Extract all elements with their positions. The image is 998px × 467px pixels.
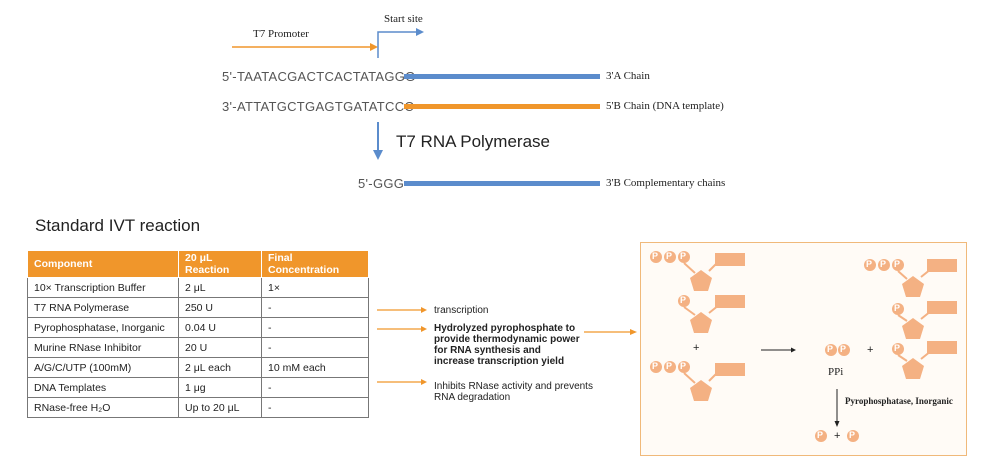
table-cell: 10× Transcription Buffer [27,277,179,298]
phosphate-icon: P [817,430,824,440]
table-cell: - [261,297,369,318]
table-cell: 2 μL each [178,357,262,378]
table-cell: Murine RNase Inhibitor [27,337,179,358]
table-cell: 1 μg [178,377,262,398]
phosphate-icon: P [840,344,847,354]
product-sequence: 5'-GGG [358,176,405,191]
ppi-label: PPi [828,366,844,378]
plus-sign: + [867,344,874,356]
table-cell: 10 mM each [261,357,369,378]
phosphate-icon: P [666,251,673,261]
product-label: 3'B Complementary chains [606,177,726,189]
table-cell: DNA Templates [27,377,179,398]
header-final-concentration: Final Concentration [261,250,369,278]
table-cell: - [261,377,369,398]
phosphate-icon: P [666,361,673,371]
table-cell: T7 RNA Polymerase [27,297,179,318]
phosphate-icon: P [894,259,901,269]
plus-sign: + [834,430,841,442]
product-bar [404,181,600,186]
ntp-left-1 [650,251,745,291]
a-chain-bar [404,74,600,79]
to-cycle-arrow-icon [584,329,637,335]
note-arrows-icon [377,307,427,385]
promoter-arrow-icon [232,43,378,51]
start-site-arrow-icon [377,28,424,58]
reaction-diagram-icon [650,251,957,442]
phosphate-icon: P [894,343,901,353]
nucleotide-left-2 [678,295,745,333]
table-cell: 2 μL [178,277,262,298]
table-cell: Up to 20 μL [178,397,262,418]
phosphate-icon: P [880,259,887,269]
down-arrow-icon [373,122,383,160]
t7-promoter-label: T7 Promoter [253,28,309,40]
header-reaction: 20 μL Reaction [178,250,262,278]
table-cell: Pyrophosphatase, Inorganic [27,317,179,338]
b-chain-bar [404,104,600,109]
b-chain-label: 5'B Chain (DNA template) [606,100,724,112]
phosphate-icon: P [652,361,659,371]
phosphate-icon: P [680,251,687,261]
ntp-left-3 [650,361,745,401]
a-chain-label: 3'A Chain [606,70,650,82]
table-cell: RNase-free H₂O [27,397,179,418]
table-cell: - [261,337,369,358]
t7-polymerase-label: T7 RNA Polymerase [396,132,550,151]
table-cell: - [261,317,369,338]
table-cell: 1× [261,277,369,298]
phosphate-icon: P [680,295,687,305]
phosphate-icon: P [827,344,834,354]
table-cell: A/G/C/UTP (100mM) [27,357,179,378]
note-transcription: transcription [434,305,489,316]
pyrophosphatase-label: Pyrophosphatase, Inorganic [845,396,953,406]
note-pyrophosphate: Hydrolyzed pyrophosphate to provide ther… [434,323,580,367]
start-site-label: Start site [384,13,423,25]
table-cell: - [261,397,369,418]
nucleotide-right-3 [892,341,957,379]
phosphate-icon: P [652,251,659,261]
note-rnase: Inhibits RNase activity and prevents RNA… [434,381,593,403]
ntp-right-1 [864,259,957,297]
phosphate-icon: P [849,430,856,440]
pyrophosphate-reaction-panel: P P P P P P P P P P P P P P P P + + + PP… [640,242,967,456]
table-cell: 250 U [178,297,262,318]
plus-sign: + [693,342,700,354]
ivt-table: Component 20 μL Reaction Final Concentra… [27,250,369,418]
nucleotide-right-2 [892,301,957,339]
phosphate-icon: P [894,303,901,313]
b-chain-sequence: 3'-ATTATGCTGAGTGATATCCC [222,99,415,114]
phosphate-icon: P [680,361,687,371]
phosphate-icon: P [866,259,873,269]
table-header-row: Component 20 μL Reaction Final Concentra… [27,250,369,278]
header-component: Component [27,250,179,278]
a-chain-sequence: 5'-TAATACGACTCACTATAGGG [222,69,416,84]
table-cell: 20 U [178,337,262,358]
table-title: Standard IVT reaction [35,216,201,235]
table-cell: 0.04 U [178,317,262,338]
